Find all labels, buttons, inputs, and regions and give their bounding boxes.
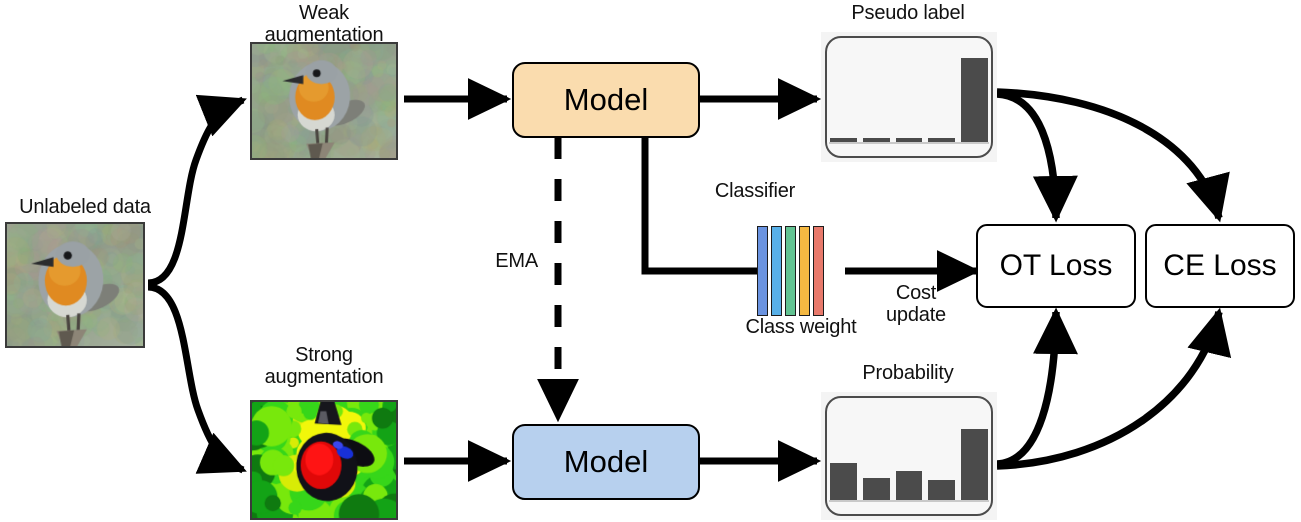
class-weight-bar-1 [757,226,768,316]
probability-bars [830,402,988,500]
chart-bar [830,463,857,500]
arrow-unlabeled-to-strong [148,287,243,470]
probability-title: Probability [820,362,996,384]
chart-bar [863,478,890,500]
arrow-probability-to-ce [997,312,1219,466]
chart-bar [961,58,988,142]
line-model-to-classifier [645,137,757,271]
probability-baseline [829,500,989,502]
classifier-label: Classifier [680,180,830,202]
pseudo-label-baseline [829,142,989,144]
chart-bar [961,429,988,500]
arrow-probability-to-ot [997,312,1056,464]
model-box-strong[interactable]: Model [512,424,700,500]
chart-bar [863,138,890,142]
arrow-pseudo-to-ce [997,92,1219,218]
pseudo-label-title: Pseudo label [820,2,996,24]
strong-augmentation-image [250,400,398,520]
class-weight-bar-4 [799,226,810,316]
cost-update-label: Cost update [861,282,971,327]
unlabeled-data-label: Unlabeled data [0,196,170,218]
arrow-unlabeled-to-weak [148,100,243,283]
chart-bar [928,138,955,142]
weak-augmentation-label: Weak augmentation [244,2,404,47]
pseudo-label-bars [830,42,988,142]
class-weight-label: Class weight [726,316,876,338]
unlabeled-data-image [5,222,145,348]
ot-loss-box[interactable]: OT Loss [976,224,1136,308]
class-weight-bar-5 [813,226,824,316]
probability-chart [821,392,997,520]
class-weight-bar-2 [771,226,782,316]
class-weight-bar-3 [785,226,796,316]
chart-bar [928,480,955,500]
arrow-pseudo-to-ot [997,94,1056,218]
ema-label: EMA [474,250,538,272]
model-box-weak[interactable]: Model [512,62,700,138]
weak-augmentation-image [250,42,398,160]
pseudo-label-chart [821,32,997,162]
chart-bar [896,138,923,142]
chart-bar [830,138,857,142]
ce-loss-box[interactable]: CE Loss [1145,224,1295,308]
class-weight-bars [757,226,845,316]
strong-augmentation-label: Strong augmentation [244,344,404,389]
chart-bar [896,471,923,500]
